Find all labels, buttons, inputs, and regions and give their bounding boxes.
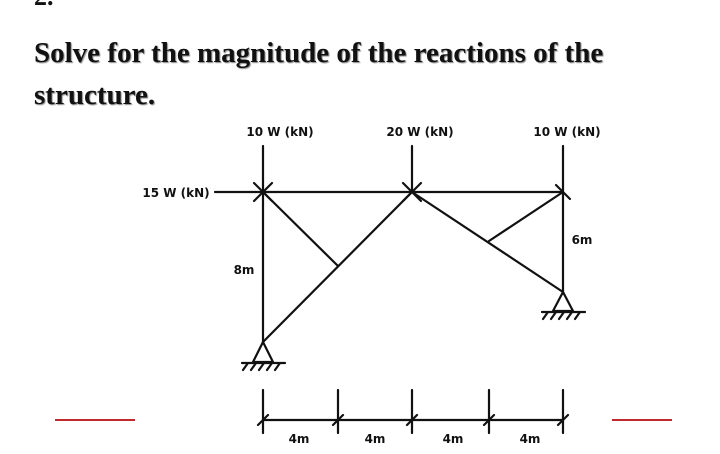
joint-mark-right (554, 183, 572, 201)
dim-label-right-height: 6m (572, 233, 593, 247)
load-label-middle: 20 W (kN) (386, 125, 453, 139)
dim-label-span: 4m (365, 432, 386, 446)
load-label-left: 10 W (kN) (246, 125, 313, 139)
dimension-ticks (256, 388, 570, 435)
right-diagonal-long (410, 190, 565, 294)
problem-title: Solve for the magnitude of the reactions… (34, 37, 604, 111)
left-pin-support (240, 339, 287, 372)
joint-mark-left (252, 181, 274, 203)
load-label-right: 10 W (kN) (533, 125, 600, 139)
right-diagonal-short (487, 190, 565, 243)
load-label-horizontal: 15 W (kN) (142, 186, 209, 200)
left-diagonal-long (261, 190, 414, 344)
problem-number: 2. (34, 0, 54, 12)
left-diagonal-short (261, 190, 340, 268)
dim-label-span: 4m (443, 432, 464, 446)
dim-label-span: 4m (289, 432, 310, 446)
joint-mark-middle (401, 181, 423, 203)
dim-label-left-height: 8m (234, 263, 255, 277)
dim-label-span: 4m (520, 432, 541, 446)
right-pin-support (540, 289, 587, 321)
